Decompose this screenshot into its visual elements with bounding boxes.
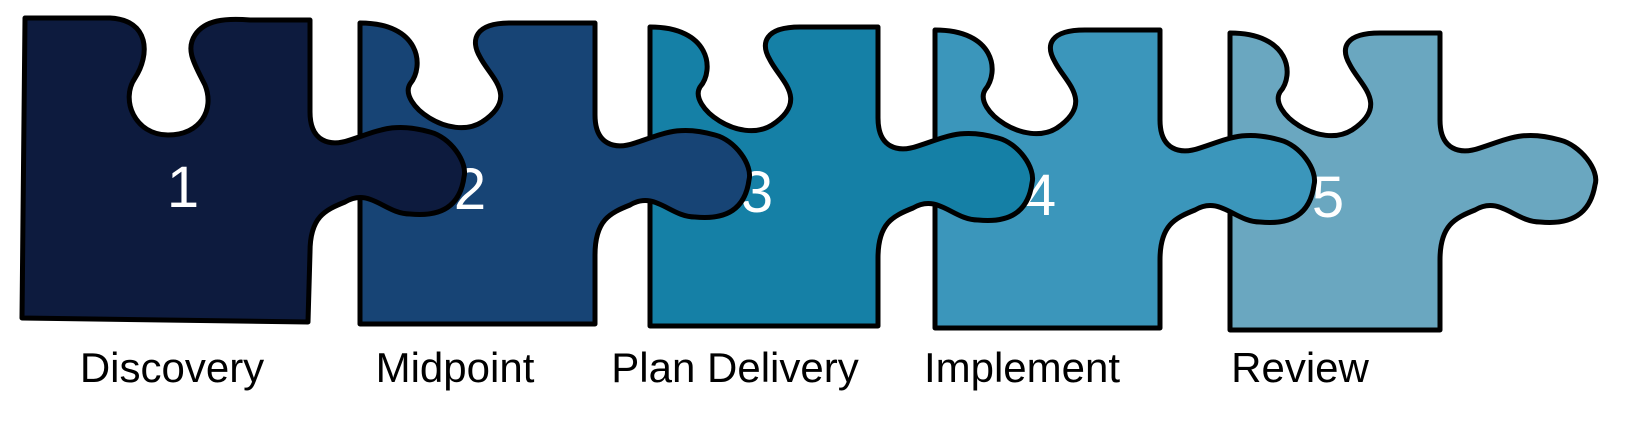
step-5-label: Review [1231, 344, 1369, 391]
step-2-label: Midpoint [376, 344, 535, 391]
step-4-label: Implement [924, 344, 1120, 391]
piece-3-shape [647, 24, 1036, 329]
piece-5-number: 5 [1312, 165, 1344, 230]
piece-2-shape [357, 20, 753, 327]
piece-5-shape [1227, 30, 1599, 333]
piece-4-shape [932, 27, 1318, 331]
puzzle-piece-1: 1 [19, 15, 468, 325]
piece-1-number: 1 [167, 155, 199, 220]
piece-1-shape [19, 15, 468, 325]
puzzle-piece-5: 5 [1227, 30, 1599, 333]
step-1-label: Discovery [80, 344, 264, 391]
step-3-label: Plan Delivery [611, 344, 858, 391]
